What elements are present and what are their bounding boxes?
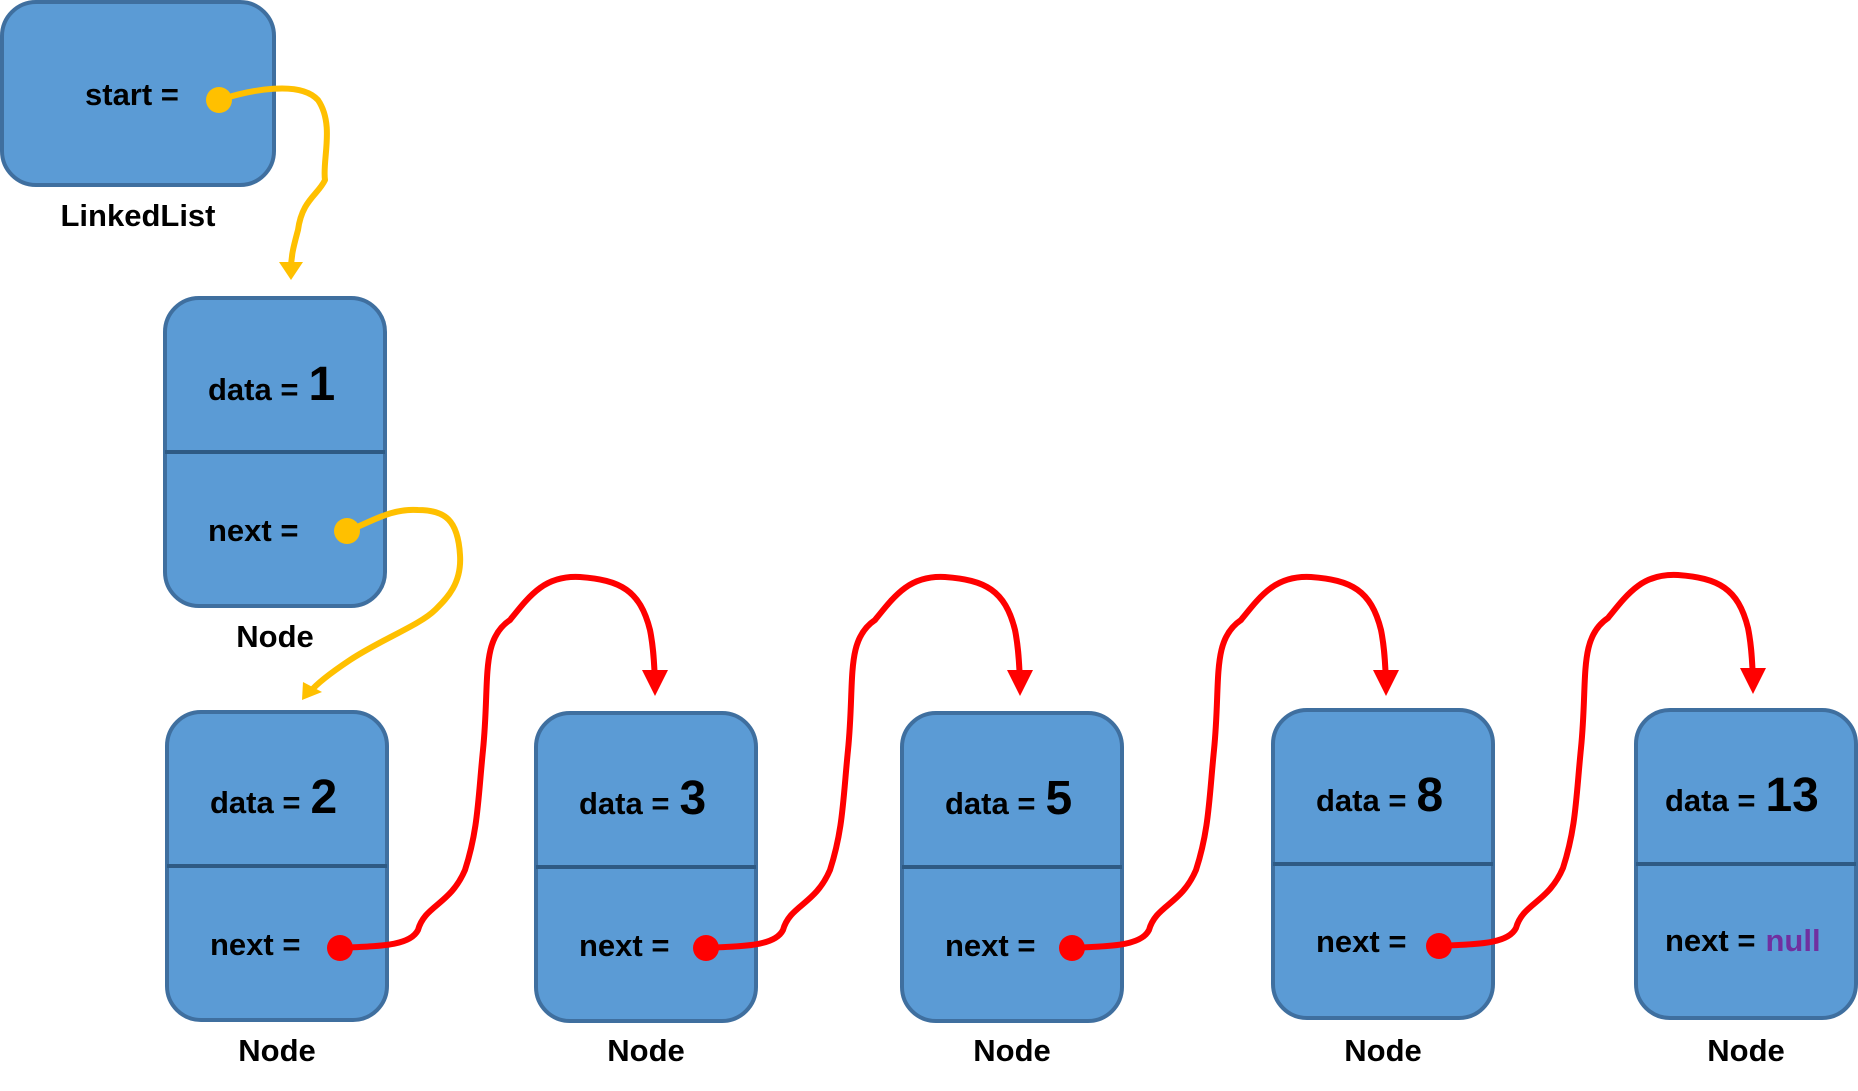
next-pointer-dot [334, 518, 360, 544]
node-next-label: next =null [1665, 923, 1821, 958]
node-data-field: data =3 [579, 772, 706, 825]
next-pointer-5 [1426, 571, 1766, 959]
start-field-label: start = [85, 77, 179, 112]
node-data-value: 8 [1416, 769, 1443, 822]
node-2: data =2 next = Node [165, 710, 389, 1068]
node-data-value: 5 [1045, 772, 1072, 825]
node-5: data =5 next = Node [900, 711, 1124, 1068]
node-caption: Node [238, 1033, 316, 1068]
node-data-value: 1 [308, 358, 335, 411]
next-pointer-4 [1059, 573, 1399, 961]
next-pointer-1 [302, 506, 464, 700]
node-1: data =1 next = Node [163, 296, 387, 654]
node-caption: Node [607, 1033, 685, 1068]
next-pointer-dot [1059, 935, 1085, 961]
node-data-field: data =13 [1665, 769, 1819, 822]
node-data-field: data =8 [1316, 769, 1443, 822]
start-pointer-dot [206, 87, 232, 113]
node-data-field: data =2 [210, 771, 337, 824]
node-next-label: next = [945, 928, 1035, 963]
next-pointer-2 [327, 573, 668, 961]
next-pointer-dot [1426, 933, 1452, 959]
node-data-field: data =5 [945, 772, 1072, 825]
node-data-value: 2 [310, 771, 337, 824]
linkedlist-box: start = LinkedList [0, 0, 276, 233]
node-3: data =3 next = Node [534, 711, 758, 1068]
linkedlist-caption: LinkedList [60, 198, 215, 233]
node-13: data =13 next =null Node [1634, 708, 1858, 1068]
node-next-label: next = [579, 928, 669, 963]
node-data-value: 3 [679, 772, 706, 825]
node-next-label: next = [208, 513, 298, 548]
node-data-field: data =1 [208, 358, 335, 411]
next-pointer-dot [327, 935, 353, 961]
node-next-label: next = [210, 927, 300, 962]
next-pointer-3 [693, 573, 1033, 961]
node-caption: Node [236, 619, 314, 654]
node-next-label: next = [1316, 924, 1406, 959]
next-pointer-dot [693, 935, 719, 961]
node-caption: Node [973, 1033, 1051, 1068]
node-caption: Node [1344, 1033, 1422, 1068]
node-data-value: 13 [1765, 769, 1818, 822]
node-caption: Node [1707, 1033, 1785, 1068]
null-value: null [1765, 923, 1820, 958]
start-pointer [206, 85, 330, 280]
node-8: data =8 next = Node [1271, 708, 1495, 1068]
